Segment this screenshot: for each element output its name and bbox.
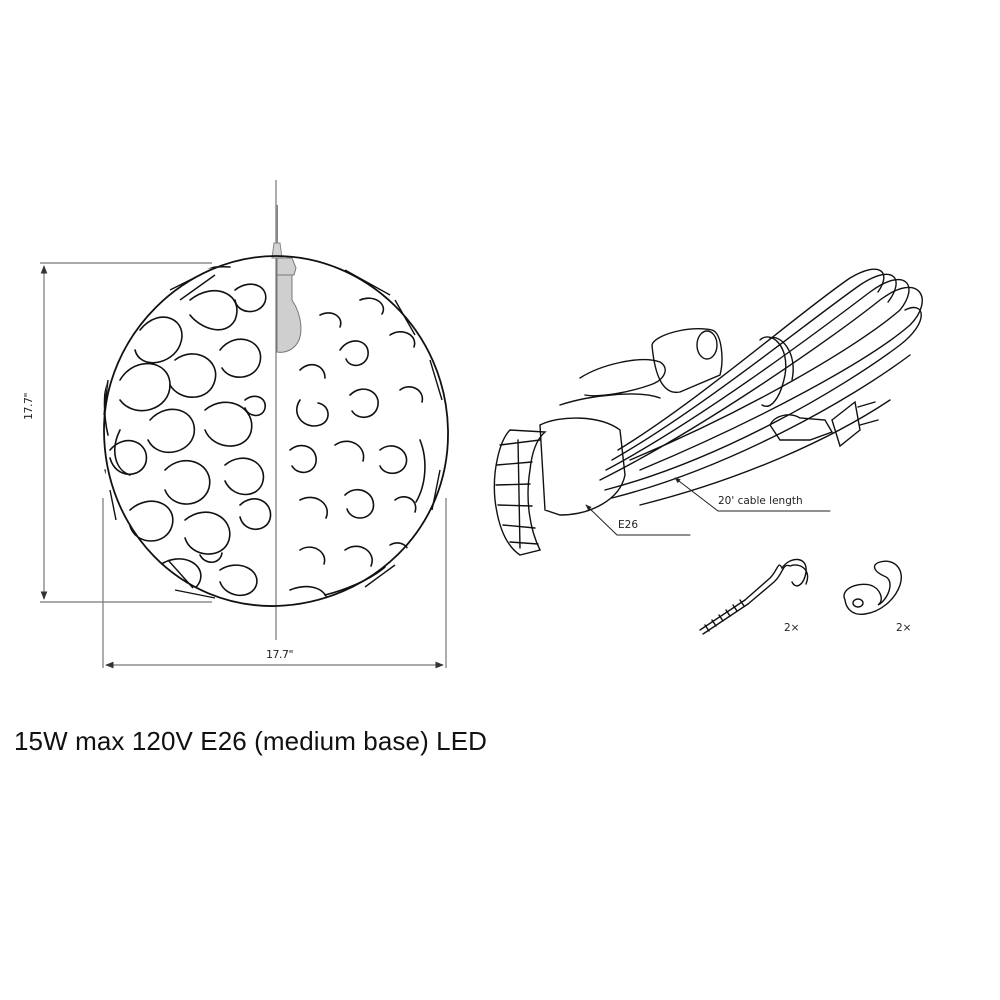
- cable-length-callout: 20' cable length: [718, 495, 803, 507]
- clip-quantity-label: 2×: [896, 622, 912, 634]
- width-dimension-label: 17.7": [266, 648, 294, 661]
- s-clip-illustration: [843, 560, 902, 615]
- hook-quantity-label: 2×: [784, 622, 800, 634]
- screw-hook-illustration: [699, 558, 809, 635]
- cord-set-illustration: [493, 268, 923, 556]
- height-dimension-label: 17.7": [22, 392, 35, 420]
- height-dimension: [40, 262, 212, 603]
- bulb-spec-text: 15W max 120V E26 (medium base) LED: [14, 726, 488, 756]
- socket-type-callout: E26: [618, 519, 638, 531]
